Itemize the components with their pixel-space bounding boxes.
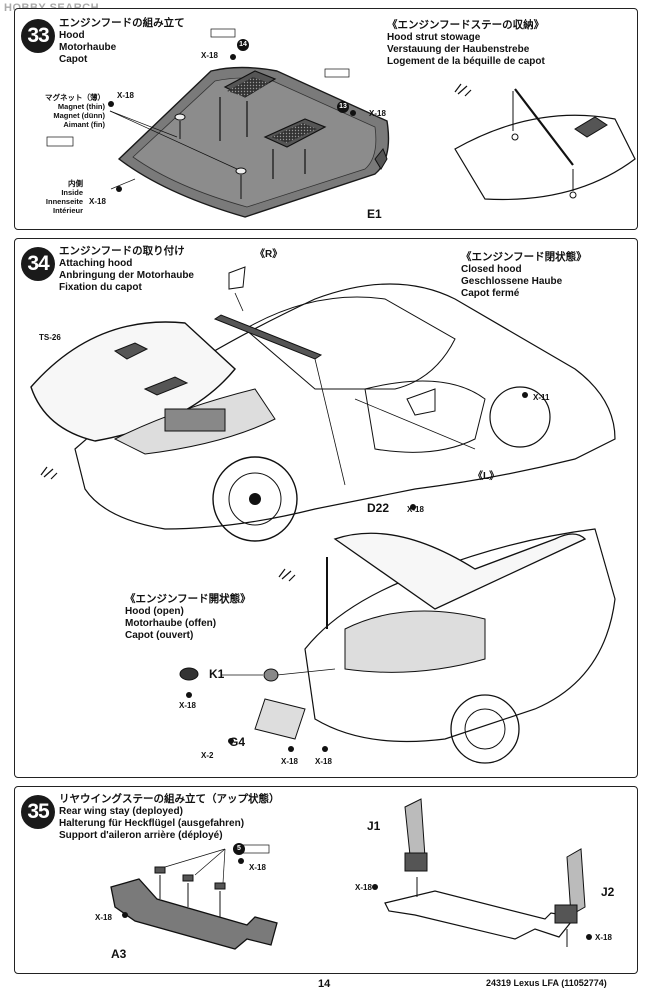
magnet-2 bbox=[235, 167, 247, 175]
title-jp: エンジンフードの取り付け bbox=[59, 245, 185, 257]
part-label-j2: J2 bbox=[601, 885, 615, 899]
magnet-1 bbox=[174, 113, 186, 121]
magnet-en: Magnet (thin) bbox=[57, 102, 105, 111]
step-34-illustration bbox=[30, 266, 616, 764]
magnet-caption: マグネット（薄） Magnet (thin) Magnet (dünn) Aim… bbox=[39, 93, 105, 129]
step-number: 34 bbox=[21, 247, 55, 281]
inside-de: Innenseite bbox=[45, 197, 83, 206]
part-label-d22: D22 bbox=[367, 501, 390, 515]
model-code: 24319 Lexus LFA (11052774) bbox=[486, 978, 607, 988]
cement-icon-2 bbox=[278, 568, 296, 582]
step-35-title: リヤウイングステーの組み立て（アップ状態） Rear wing stay (de… bbox=[59, 793, 280, 842]
crossbar bbox=[384, 890, 577, 940]
magnet-jp: マグネット（薄） bbox=[45, 93, 105, 102]
screw-label-3: X-18 bbox=[89, 197, 106, 206]
title-de: Halterung für Heckflügel (ausgefahren) bbox=[59, 818, 245, 829]
inside-caption: 内側 Inside Innenseite Intérieur bbox=[23, 179, 83, 215]
step-33-panel: 33 エンジンフードの組み立て Hood Motorhaube Capot 《エ… bbox=[14, 8, 638, 230]
sub-jp: 《エンジンフードステーの収納》 bbox=[387, 19, 545, 31]
magnet-fr: Aimant (fin) bbox=[63, 120, 105, 129]
callout-5: 5 bbox=[233, 843, 245, 855]
open-jp: 《エンジンフード開状態》 bbox=[125, 593, 251, 605]
callout-13: 13 bbox=[337, 101, 349, 113]
magnet-de: Magnet (dünn) bbox=[53, 111, 105, 120]
screw-x18-g4b: X-18 bbox=[315, 757, 332, 766]
front-wheel bbox=[212, 456, 298, 542]
hood-open bbox=[333, 532, 587, 610]
screw-label-2: X-18 bbox=[117, 91, 134, 100]
part-label-a3: A3 bbox=[111, 947, 127, 961]
plate-g4 bbox=[254, 698, 306, 740]
closed-hood-caption: 《エンジンフード閉状態》 Closed hood Geschlossene Ha… bbox=[461, 251, 587, 300]
step-34-title: エンジンフードの取り付け Attaching hood Anbringung d… bbox=[59, 245, 194, 294]
part-label-j1: J1 bbox=[367, 819, 381, 833]
screw-x18-g4a: X-18 bbox=[281, 757, 298, 766]
screw-x18-d22: X-18 bbox=[407, 505, 424, 514]
cement-icon bbox=[40, 466, 58, 480]
title-fr: Capot bbox=[59, 54, 88, 65]
screw-label-4: X-18 bbox=[369, 109, 386, 118]
hood-raised bbox=[30, 321, 236, 442]
title-en: Attaching hood bbox=[59, 258, 133, 269]
title-de: Anbringung der Motorhaube bbox=[59, 270, 194, 281]
screw-x18-b: X-18 bbox=[95, 913, 112, 922]
bracket-a3 bbox=[110, 878, 278, 950]
emblem-k1 bbox=[179, 667, 199, 681]
sub-fr: Logement de la béquille de capot bbox=[387, 56, 545, 67]
cement-icon bbox=[454, 83, 472, 97]
closed-fr: Capot fermé bbox=[461, 288, 520, 299]
step-33-title: エンジンフードの組み立て Hood Motorhaube Capot bbox=[59, 17, 185, 66]
title-fr: Fixation du capot bbox=[59, 282, 142, 293]
inside-fr: Intérieur bbox=[52, 206, 83, 215]
title-en: Hood bbox=[59, 30, 85, 41]
car-upper-body bbox=[74, 283, 616, 530]
part-label-g4: G4 bbox=[229, 735, 246, 749]
car-lower-body bbox=[304, 528, 616, 743]
screw-x2: X-2 bbox=[201, 751, 214, 760]
part-label-e1: E1 bbox=[367, 207, 382, 221]
open-fr: Capot (ouvert) bbox=[125, 630, 194, 641]
inside-en: Inside bbox=[61, 188, 83, 197]
title-en: Rear wing stay (deployed) bbox=[59, 806, 183, 817]
screw-x18-a: X-18 bbox=[249, 863, 266, 872]
callout-14: 14 bbox=[237, 39, 249, 51]
screw-label-1: X-18 bbox=[201, 51, 218, 60]
step-35-panel: 35 リヤウイングステーの組み立て（アップ状態） Rear wing stay … bbox=[14, 786, 638, 974]
hood-strut-stowage bbox=[454, 114, 636, 201]
paint-ts26: TS-26 bbox=[39, 333, 61, 342]
mark-right: 《R》 bbox=[255, 249, 283, 260]
closed-jp: 《エンジンフード閉状態》 bbox=[461, 251, 587, 263]
open-en: Hood (open) bbox=[125, 606, 184, 617]
open-hood-caption: 《エンジンフード開状態》 Hood (open) Motorhaube (off… bbox=[125, 593, 251, 642]
screw-x18-d: X-18 bbox=[595, 933, 612, 942]
sub-en: Hood strut stowage bbox=[387, 32, 481, 43]
step-34-panel: 34 エンジンフードの取り付け Attaching hood Anbringun… bbox=[14, 238, 638, 778]
mark-left: 《L》 bbox=[473, 471, 500, 482]
screw-x18-c: X-18 bbox=[355, 883, 372, 892]
part-label-k1: K1 bbox=[209, 667, 225, 681]
step-number: 35 bbox=[21, 795, 55, 829]
page-number: 14 bbox=[318, 978, 331, 990]
closed-de: Geschlossene Haube bbox=[461, 276, 563, 287]
title-fr: Support d'aileron arrière (déployé) bbox=[59, 830, 223, 841]
screw-x11: X-11 bbox=[533, 393, 550, 402]
screw-x18-k1: X-18 bbox=[179, 701, 196, 710]
title-jp: エンジンフードの組み立て bbox=[59, 17, 185, 29]
step-33-illustration bbox=[46, 28, 636, 218]
title-de: Motorhaube bbox=[59, 42, 117, 53]
step-number: 33 bbox=[21, 19, 55, 53]
open-de: Motorhaube (offen) bbox=[125, 618, 217, 629]
inside-jp: 内側 bbox=[68, 179, 83, 188]
rear-wheel bbox=[489, 386, 551, 448]
stowage-caption: 《エンジンフードステーの収納》 Hood strut stowage Verst… bbox=[387, 19, 545, 68]
closed-en: Closed hood bbox=[461, 264, 522, 275]
title-jp: リヤウイングステーの組み立て（アップ状態） bbox=[59, 793, 280, 805]
lower-wheel bbox=[450, 694, 520, 764]
stay-j2 bbox=[566, 848, 586, 916]
sub-de: Verstauung der Haubenstrebe bbox=[387, 44, 530, 55]
step-35-illustration bbox=[110, 798, 592, 950]
